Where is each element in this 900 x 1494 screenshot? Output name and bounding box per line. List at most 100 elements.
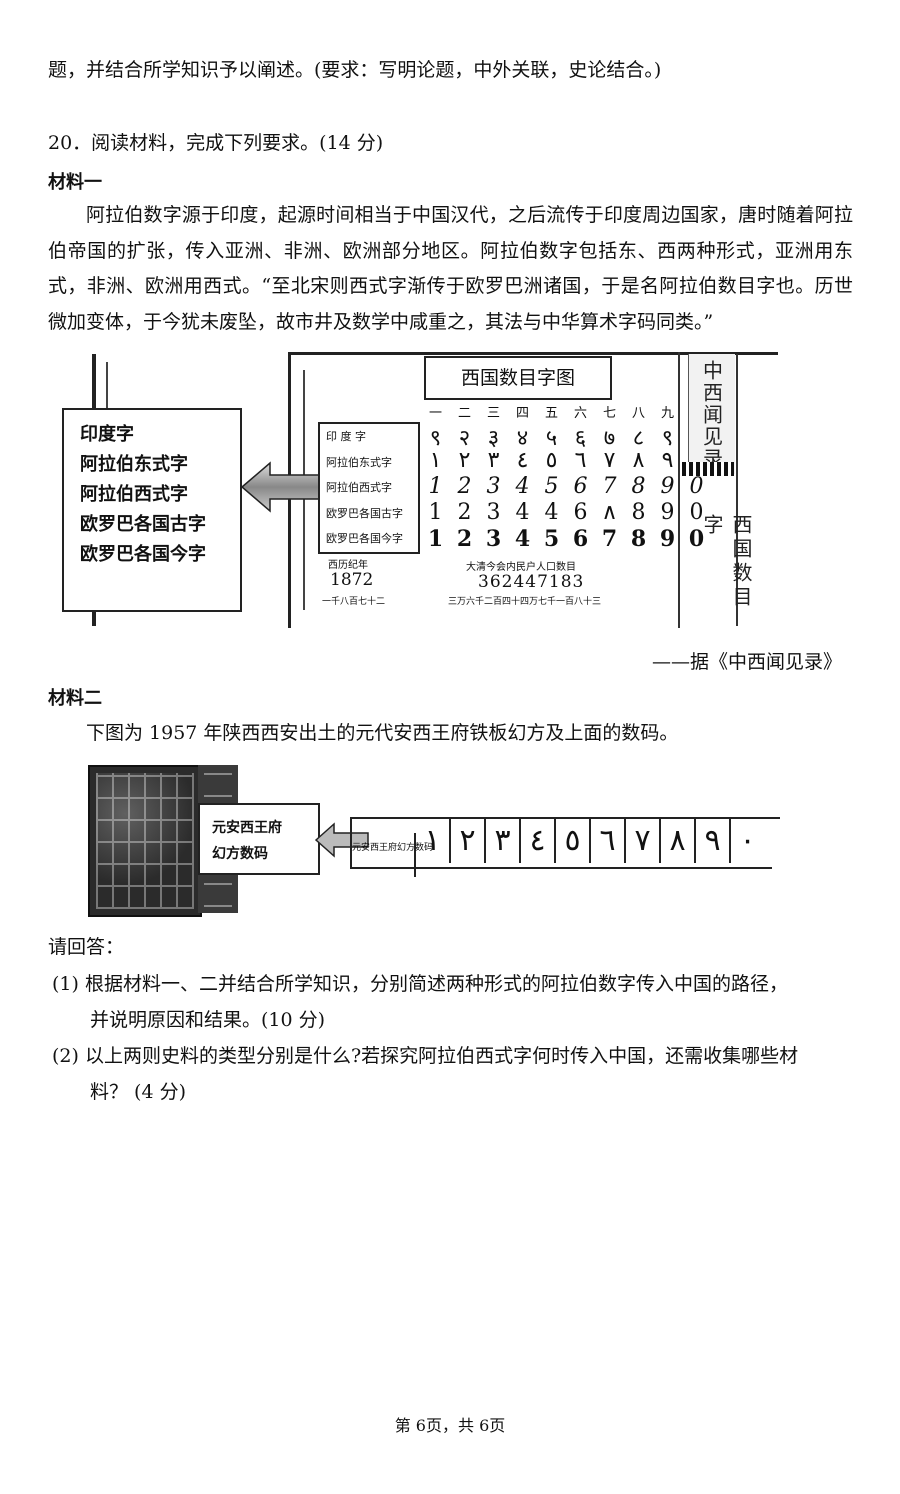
material1-title: 材料一 — [48, 172, 102, 193]
digit-cell: 5 — [544, 474, 559, 499]
strip-digit: ٤ — [521, 819, 556, 863]
figure1-doc-right-border — [678, 352, 680, 628]
digit-cell: 5 — [543, 526, 560, 552]
row-label-arabic-east: 阿拉伯东式字 — [326, 455, 392, 469]
row-label-arabic-west: 阿拉伯西式字 — [326, 481, 392, 495]
material2-text: 下图为 1957 年陕西西安出土的元代安西王府铁板幻方及上面的数码。 — [86, 722, 679, 744]
left-arrow-icon — [314, 822, 369, 858]
figure1-title: 西国数目字图 — [460, 367, 575, 389]
digit-cell: 9 — [660, 474, 675, 499]
digit-cell: 4 — [514, 526, 531, 552]
digit-cell: 2 — [456, 526, 473, 552]
left-arrow-icon — [240, 461, 321, 513]
digit-cell: 3 — [486, 474, 501, 499]
figure1-top-chars: 一二三四五六七八九〇 — [421, 402, 711, 421]
digit-cell: 2 — [457, 474, 472, 499]
digit-strip-label: 元安西王府幻方数码 — [352, 833, 433, 877]
side-panel-right-border — [736, 354, 738, 626]
iron-plate-image — [88, 765, 202, 917]
top-char: 七 — [602, 406, 616, 421]
digit-cell: ٧ — [603, 448, 616, 473]
digit-cell: 8 — [631, 474, 646, 499]
digit-cell: ६ — [574, 426, 587, 451]
strip-digit: ٦ — [591, 819, 626, 863]
row-label-europe-old: 欧罗巴各国古字 — [326, 506, 403, 520]
legend-item-europe-old: 欧罗巴各国古字 — [80, 514, 206, 535]
strip-digit: ٥ — [556, 819, 591, 863]
digit-cell: ५ — [545, 426, 558, 451]
legend-item-indian: 印度字 — [80, 424, 134, 445]
side-panel-divider — [682, 462, 734, 476]
year-label: 西历纪年 — [328, 560, 368, 571]
digit-cell: ३ — [487, 426, 500, 451]
digit-cell: 0 — [689, 474, 704, 499]
material1-text: 阿拉伯数字源于印度，起源时间相当于中国汉代，之后流传于印度周边国家，唐时随着阿拉… — [48, 204, 853, 333]
digit-cell: 7 — [601, 526, 618, 552]
continuation-text: 题，并结合所学知识予以阐述。(要求：写明论题，中外关联，史论结合。) — [48, 59, 662, 81]
strip-digit: ٧ — [626, 819, 661, 863]
figure1-source: ——据《中西闻见录》 — [651, 651, 842, 673]
row-label-europe-new: 欧罗巴各国今字 — [326, 532, 403, 546]
digit-cell: 3 — [485, 526, 502, 552]
digit-cell: 0 — [689, 500, 704, 525]
row-label-indian: 印 度 字 — [326, 430, 366, 443]
digit-cell: ९ — [661, 426, 674, 451]
census-value: 362447183 — [478, 572, 585, 592]
digit-cell: ४ — [516, 426, 529, 451]
digit-cell: ٥ — [545, 448, 558, 473]
top-char: 一 — [428, 406, 442, 421]
side-text-top: 中西闻见录 — [699, 360, 724, 470]
figure1-legend-box: 印度字 阿拉伯东式字 阿拉伯西式字 欧罗巴各国古字 欧罗巴各国今字 — [62, 408, 242, 612]
digit-cell: ७ — [603, 426, 616, 451]
census-chinese: 三万六千二百四十四万七千一百八十三 — [448, 597, 602, 607]
digit-cell: 4 — [544, 500, 559, 525]
digit-cell: 3 — [486, 500, 501, 525]
digit-cell: ٦ — [574, 448, 587, 473]
digit-cell: 8 — [631, 500, 646, 525]
digit-cell: 6 — [573, 500, 588, 525]
figure1: 西国数目字图 印度字 阿拉伯东式字 阿拉伯西式字 欧罗巴各国古字 欧罗巴各国今字… — [48, 350, 848, 630]
page-footer: 第 6页，共 6页 — [394, 1416, 506, 1435]
strip-digit: ٢ — [451, 819, 486, 863]
digit-cell: २ — [458, 426, 471, 451]
digit-row-indian: ९२३४५६७८९० — [421, 422, 711, 452]
digit-cell: 1 — [427, 526, 444, 552]
digit-cell: 2 — [457, 500, 472, 525]
top-char: 四 — [515, 406, 529, 421]
digit-cell: 4 — [515, 474, 530, 499]
digit-cell: ٣ — [487, 448, 500, 473]
figure2-label-line2: 幻方数码 — [212, 846, 268, 862]
top-char: 六 — [573, 406, 587, 421]
legend-item-arabic-west: 阿拉伯西式字 — [80, 484, 188, 505]
digit-cell: 9 — [659, 526, 676, 552]
digit-cell: 0 — [688, 526, 705, 552]
material2-title: 材料二 — [48, 688, 102, 709]
question-heading: 20．阅读材料，完成下列要求。(14 分) — [48, 132, 384, 154]
strip-digit: ٠ — [739, 823, 756, 858]
sub-question-2: (2) 以上两则史料的类型分别是什么?若探究阿拉伯西式字何时传入中国，还需收集哪… — [52, 1045, 799, 1067]
side-text-bottom: 西国数目字 — [700, 514, 753, 610]
sub-question-1-cont: 并说明原因和结果。(10 分) — [90, 1009, 326, 1031]
year-chinese: 一千八百七十二 — [322, 597, 386, 607]
digit-cell: ٩ — [661, 448, 674, 473]
strip-digit: ٩ — [696, 819, 731, 863]
digit-cell: ٤ — [516, 448, 529, 473]
digit-cell: 7 — [602, 474, 617, 499]
strip-digit: ٨ — [661, 819, 696, 863]
digit-cell: 4 — [515, 500, 530, 525]
top-char: 八 — [631, 406, 645, 421]
digit-cell: ٨ — [632, 448, 645, 473]
digit-cell: 1 — [428, 500, 443, 525]
side-panel-top: 中西闻见录 — [688, 354, 735, 474]
sub-question-1: (1) 根据材料一、二并结合所学知识，分别简述两种形式的阿拉伯数字传入中国的路径… — [52, 973, 788, 995]
digit-cell: 9 — [660, 500, 675, 525]
legend-item-europe-new: 欧罗巴各国今字 — [80, 544, 206, 565]
figure1-title-box: 西国数目字图 — [424, 356, 612, 400]
figure1-row-label-box: 印 度 字 阿拉伯东式字 阿拉伯西式字 欧罗巴各国古字 欧罗巴各国今字 — [318, 422, 420, 554]
top-char: 二 — [457, 406, 471, 421]
